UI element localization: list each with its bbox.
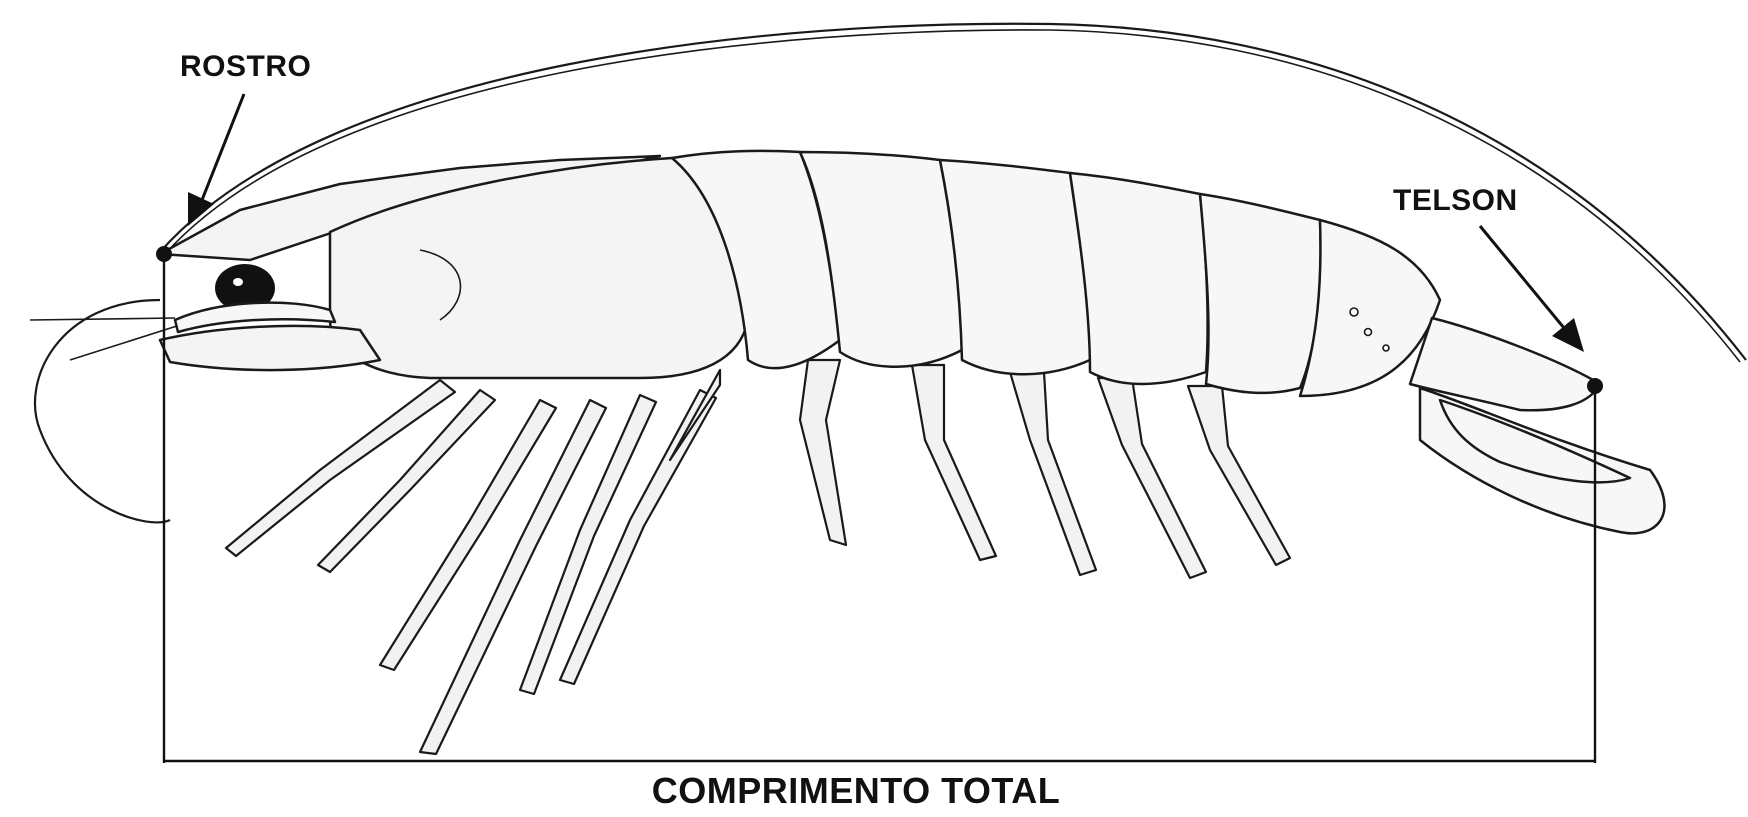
telson-arrow — [1480, 226, 1584, 352]
carapace — [160, 156, 748, 378]
abdomen — [672, 151, 1440, 396]
telson-point — [1587, 378, 1603, 394]
rostro-label: ROSTRO — [180, 50, 311, 83]
tail-fan — [1410, 318, 1664, 533]
total-length-label: COMPRIMENTO TOTAL — [652, 770, 1061, 811]
rostro-point — [156, 246, 172, 262]
walking-legs — [226, 370, 720, 754]
telson-label: TELSON — [1393, 184, 1518, 217]
swimmerets — [800, 360, 1290, 578]
rostro-arrow — [188, 94, 244, 226]
